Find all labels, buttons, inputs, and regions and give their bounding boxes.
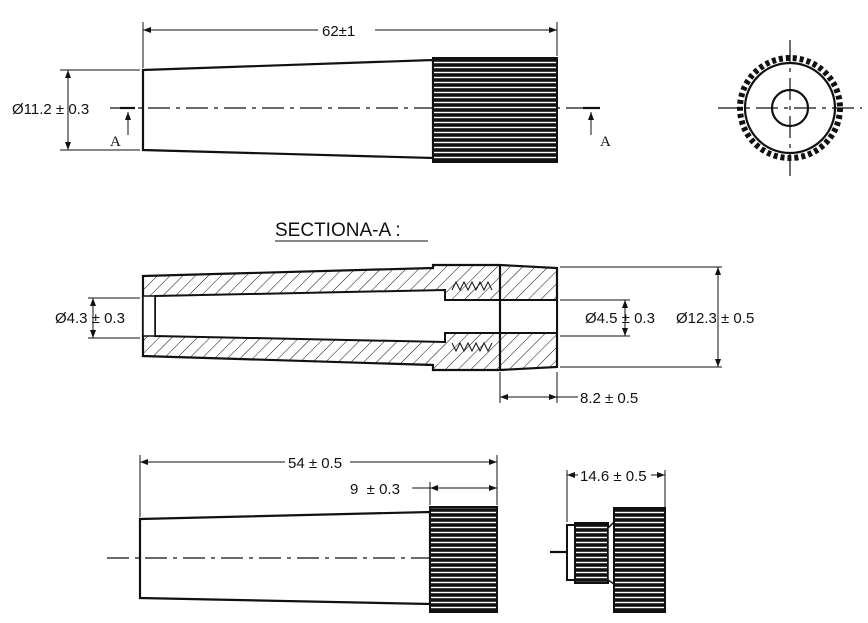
- top-diameter-dim: Ø11.2 ± 0.3: [12, 101, 89, 118]
- section-cap-length-dim: 8.2 ± 0.5: [580, 390, 638, 407]
- top-length-dim: 62±1: [322, 23, 355, 40]
- section-view: Ø4.3 ± 0.3 Ø4.5 ± 0.3 Ø12.3 ± 0.5 8.2 ± …: [55, 263, 754, 407]
- section-inner-right-dim: Ø4.5 ± 0.3: [585, 310, 655, 327]
- cap-part-view: 14.6 ± 0.5: [550, 468, 666, 613]
- bottom-view: 54 ± 0.5 9 ± 0.3: [107, 455, 498, 613]
- section-marker-left: A: [110, 134, 121, 150]
- bottom-length-dim: 54 ± 0.5: [288, 455, 342, 472]
- section-inner-left-dim: Ø4.3 ± 0.3: [55, 310, 125, 327]
- cap-length-dim: 14.6 ± 0.5: [580, 468, 647, 485]
- top-view: 62±1 Ø11.2 ± 0.3 A A: [12, 22, 611, 163]
- bottom-knurl-dim: 9 ± 0.3: [350, 481, 400, 498]
- knurled-cap: [432, 57, 558, 163]
- section-marker-right: A: [600, 134, 611, 150]
- section-outer-dim: Ø12.3 ± 0.5: [676, 310, 754, 327]
- tapered-body: [141, 58, 435, 160]
- end-view: [718, 40, 862, 176]
- section-title: SECTIONA-A :: [275, 220, 401, 241]
